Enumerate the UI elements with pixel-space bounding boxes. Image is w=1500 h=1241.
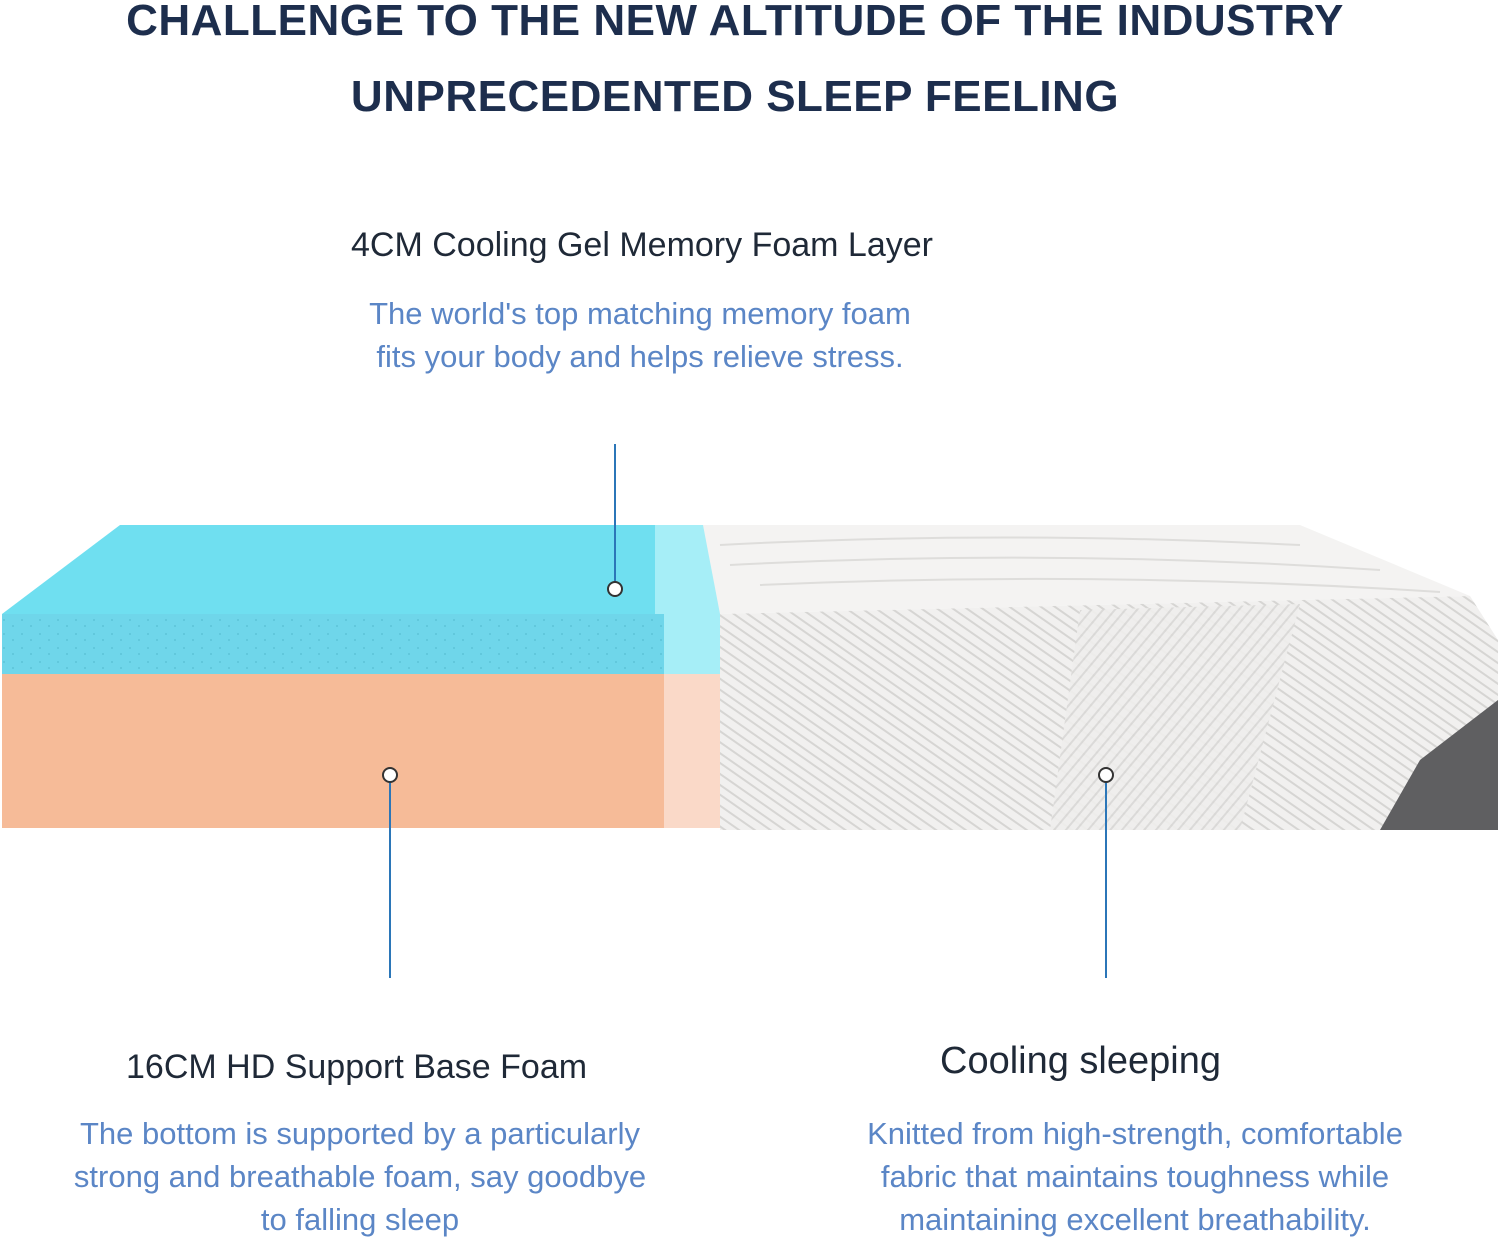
cover-description-line: fabric that maintains toughness while	[880, 1159, 1390, 1194]
gel-layer-description-line: fits your body and helps relieve stress.	[376, 339, 904, 374]
gel-layer-front	[2, 614, 664, 674]
gel-layer-description-line: The world's top matching memory foam	[369, 296, 911, 331]
base-foam-title: 16CM HD Support Base Foam	[126, 1048, 588, 1086]
base-foam-description-line: strong and breathable foam, say goodbye	[73, 1159, 647, 1194]
gel-layer-top-face	[2, 525, 655, 614]
base-callout-dot	[382, 767, 398, 783]
headline-line-2: UNPRECEDENTED SLEEP FEELING	[350, 72, 1120, 121]
cover-callout-dot	[1098, 767, 1114, 783]
mattress-cross-section-illustration	[2, 444, 1498, 978]
gel-layer-description: The world's top matching memory foam fit…	[320, 292, 960, 378]
gel-callout-dot	[607, 581, 623, 597]
cover-dark-side-panel	[1380, 700, 1498, 830]
base-foam-description-line: to falling sleep	[260, 1202, 460, 1237]
cover-description-line: maintaining excellent breathability.	[899, 1202, 1371, 1237]
base-foam-layer	[2, 674, 664, 828]
base-foam-description-line: The bottom is supported by a particularl…	[80, 1116, 640, 1151]
gel-layer-title: 4CM Cooling Gel Memory Foam Layer	[351, 226, 933, 264]
cover-title: Cooling sleeping	[940, 1040, 1221, 1082]
base-foam-description: The bottom is supported by a particularl…	[40, 1112, 680, 1241]
headline-line-1: CHALLENGE TO THE NEW ALTITUDE OF THE IND…	[126, 0, 1344, 45]
base-foam-overlap	[664, 674, 720, 828]
cover-description-line: Knitted from high-strength, comfortable	[867, 1116, 1403, 1151]
cover-description: Knitted from high-strength, comfortable …	[820, 1112, 1450, 1241]
overlap-strip	[655, 525, 720, 674]
cover-top-surface	[703, 525, 1470, 614]
